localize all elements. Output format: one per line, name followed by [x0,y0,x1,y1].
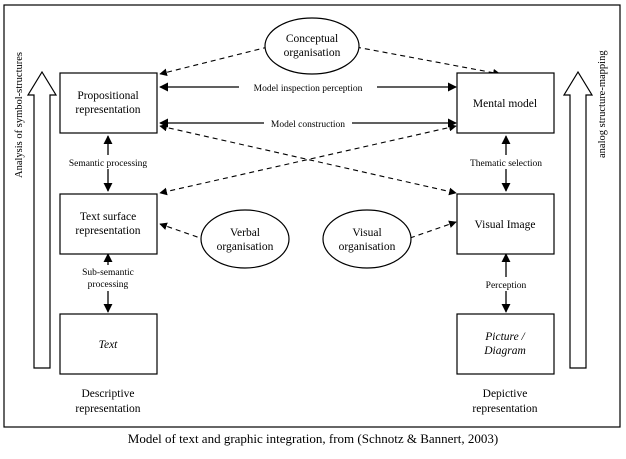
sub-semantic-label-line2: processing [88,280,129,290]
depictive-label-line1: Depictive [483,388,528,400]
text-label: Text [99,339,119,351]
verbal-label-line2: organisation [217,241,274,253]
visual-organisation-oval [322,209,412,269]
propositional-label-line2: representation [75,104,140,116]
visual-image-box [456,193,555,255]
descriptive-label-line2: representation [75,403,140,415]
mental-model-label: Mental model [473,98,537,110]
text-surface-representation-box [59,193,158,255]
visual-to-visual-image-arrow [409,220,457,239]
verbal-to-text-surface-arrow [159,222,207,241]
text-surface-label-line1: Text surface [80,211,136,223]
thematic-selection-label: Thematic selection [470,159,542,169]
picture-diagram-box [456,313,555,375]
perception-label: Perception [486,281,527,291]
visual-label-line2: organisation [339,241,396,253]
picture-label-line1: Picture / [484,331,526,343]
mental-model-text-surface-arrow [159,123,457,196]
conceptual-organisation-oval [264,17,360,75]
right-upward-arrow [562,70,594,369]
text-box [59,313,158,375]
descriptive-label-line1: Descriptive [81,388,134,400]
visual-label-line1: Visual [352,227,381,239]
propositional-label-line1: Propositional [77,90,138,102]
diagram-frame [3,4,621,428]
conceptual-label-line2: organisation [284,47,341,59]
figure-caption: Model of text and graphic integration, f… [128,431,498,446]
conceptual-to-mental-model-arrow [355,46,501,77]
left-side-label: Analysis of symbol-structures [14,52,25,178]
conceptual-label-line1: Conceptual [286,33,338,45]
conceptual-to-propositional-arrow [159,46,269,77]
sub-semantic-label-line1: Sub-semantic [82,268,134,278]
model-construction-label: Model construction [271,120,345,130]
mental-model-box [456,72,555,134]
text-surface-label-line2: representation [75,225,140,237]
propositional-representation-box [59,72,158,134]
left-upward-arrow [26,70,58,369]
depictive-label-line2: representation [472,403,537,415]
model-inspection-label: Model inspection perception [254,84,363,94]
picture-label-line2: Diagram [483,345,526,357]
right-side-label: analog structure-mapping [597,50,608,158]
verbal-organisation-oval [200,209,290,269]
semantic-processing-label: Semantic processing [69,159,148,169]
verbal-label-line1: Verbal [230,227,260,239]
visual-image-label: Visual Image [475,219,536,231]
